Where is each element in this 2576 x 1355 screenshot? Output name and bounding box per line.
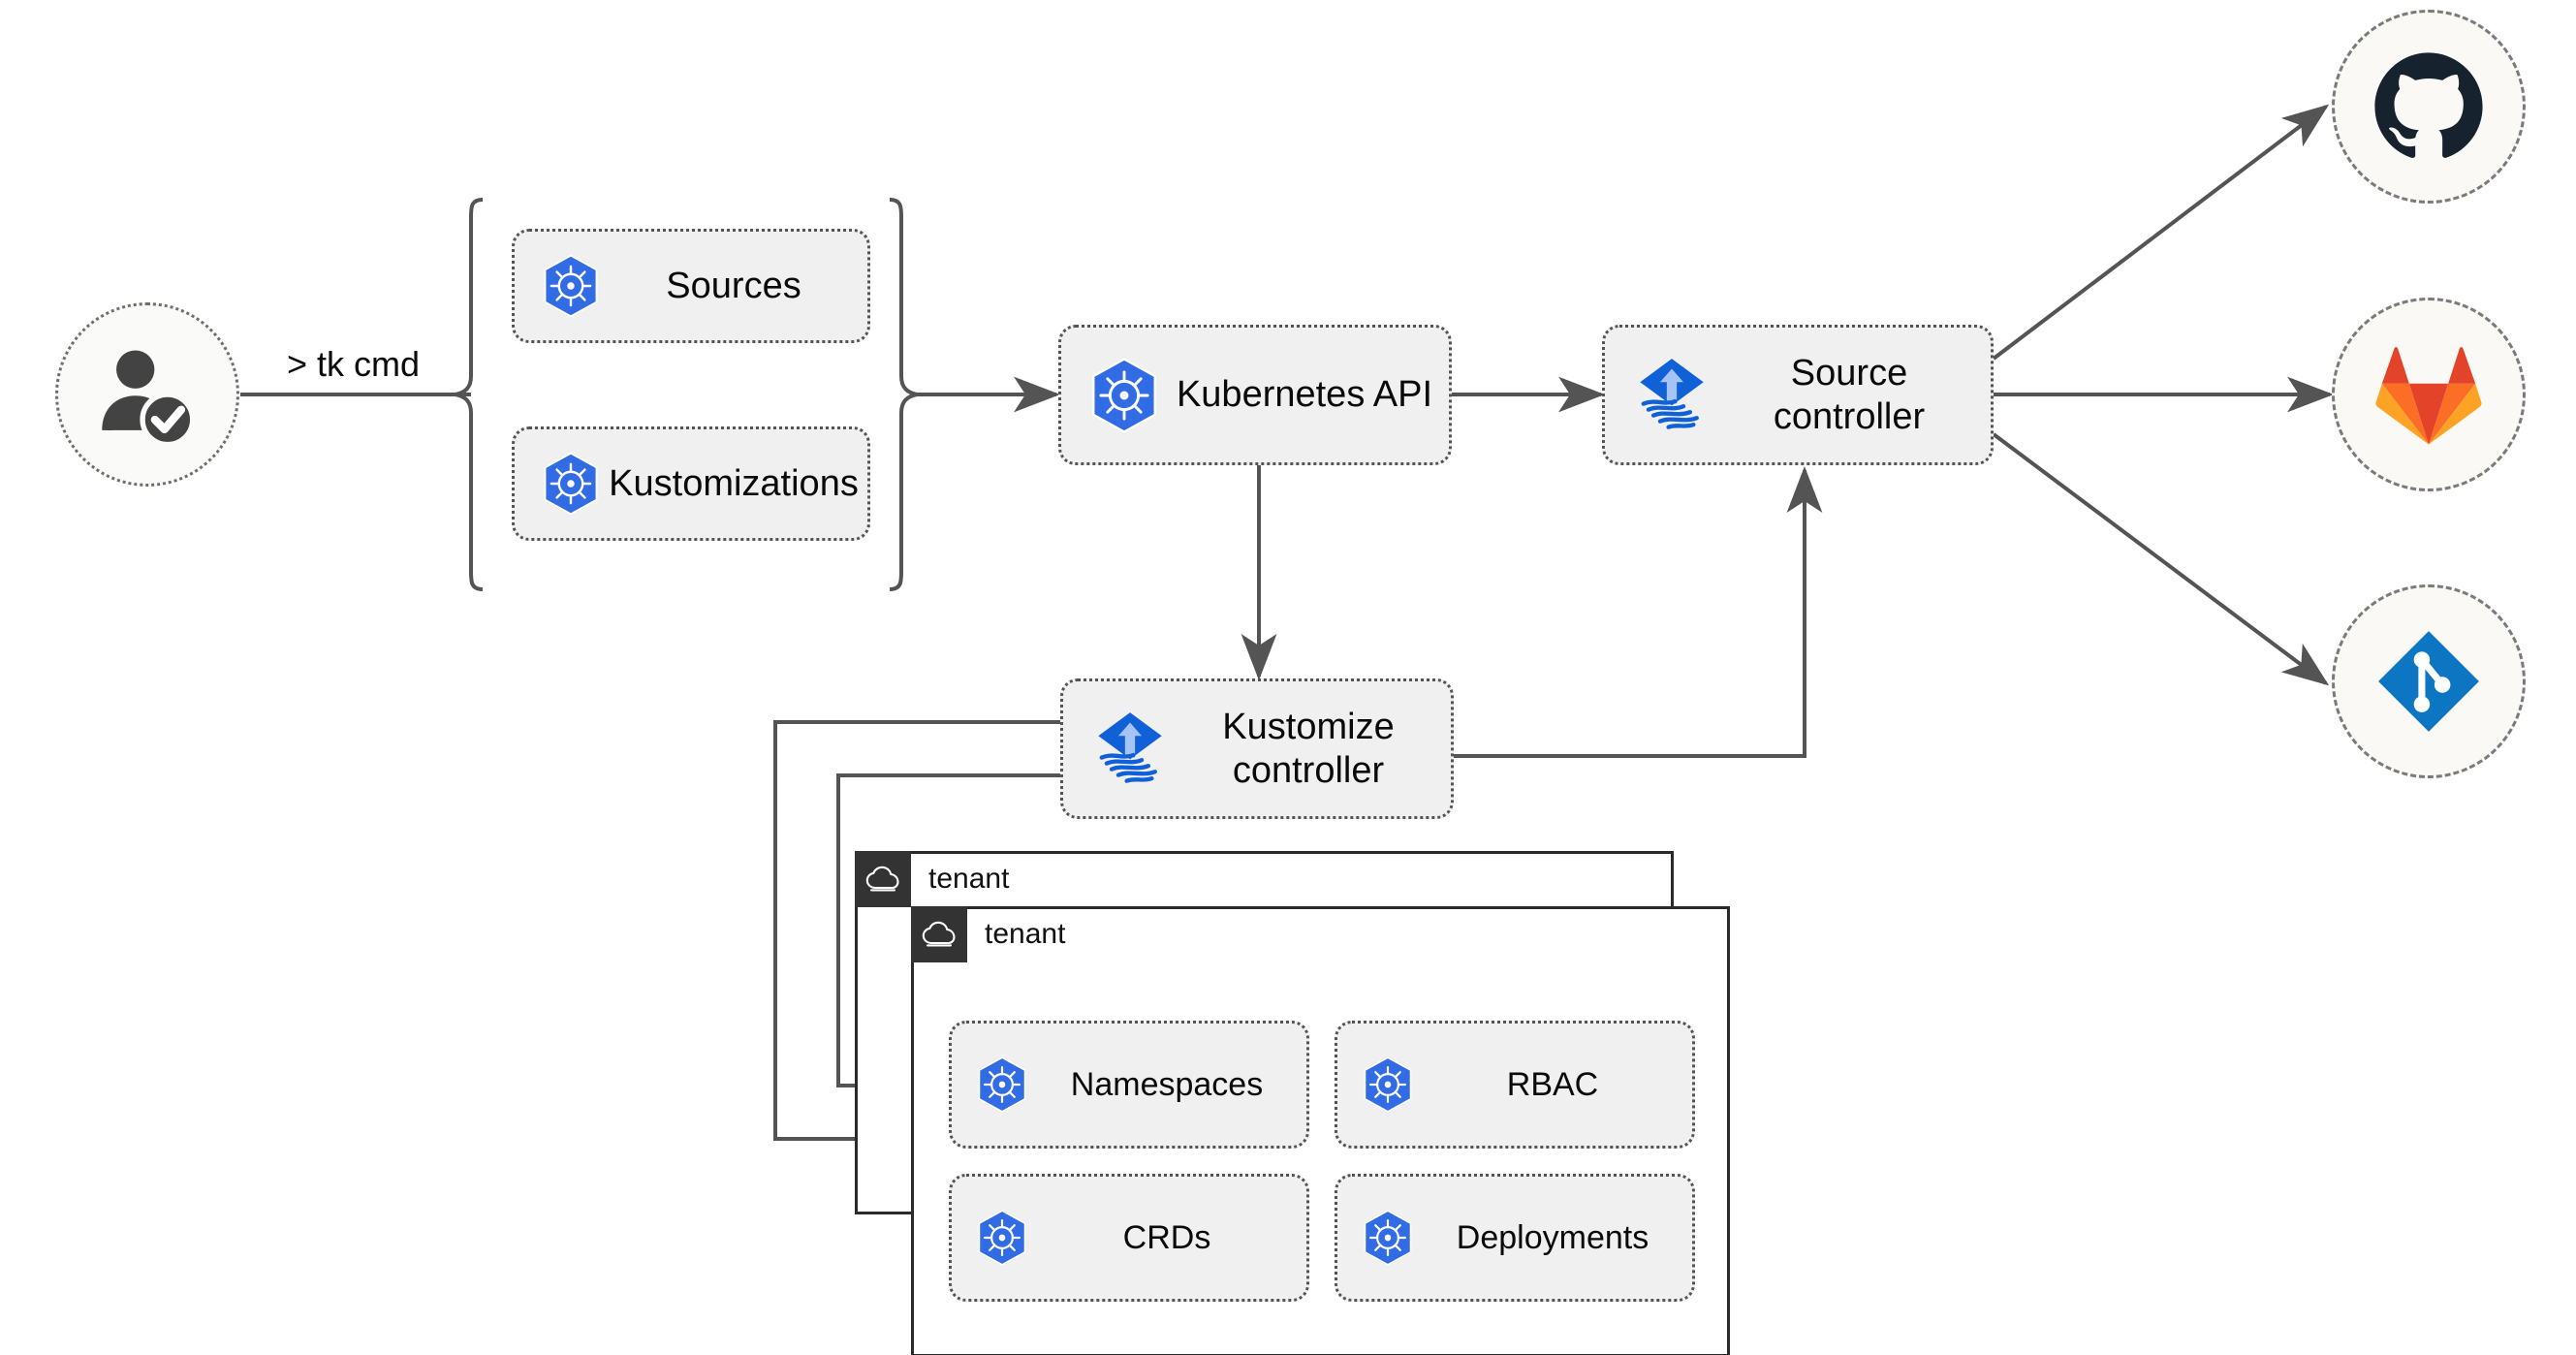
azure-repos-icon xyxy=(2378,631,2479,732)
resource-card-sources[interactable]: Sources xyxy=(512,229,870,343)
flux-icon xyxy=(1630,354,1713,437)
cloud-icon xyxy=(911,906,967,962)
gitlab-icon xyxy=(2375,347,2482,445)
tenant-titlebar: tenant xyxy=(911,906,1065,962)
node-label: Kubernetes API xyxy=(1176,374,1433,416)
node-label: Source controller xyxy=(1773,352,1926,437)
tenant-resource-rbac[interactable]: RBAC xyxy=(1335,1021,1695,1149)
kubernetes-icon xyxy=(971,1207,1033,1269)
provider-gitlab[interactable] xyxy=(2332,298,2526,491)
resource-card-kustomizations[interactable]: Kustomizations xyxy=(512,426,870,541)
kubernetes-icon xyxy=(971,1054,1033,1116)
tenant-name: tenant xyxy=(928,863,1010,895)
github-icon xyxy=(2374,52,2483,158)
provider-azure-repos[interactable] xyxy=(2332,584,2526,778)
node-kubernetes-api[interactable]: Kubernetes API xyxy=(1058,325,1452,465)
resource-label: CRDs xyxy=(1122,1218,1211,1256)
tenant-resource-grid: Namespaces xyxy=(949,1021,1695,1302)
cloud-icon xyxy=(855,851,911,907)
kubernetes-icon xyxy=(1083,354,1166,437)
flux-icon xyxy=(1088,708,1172,791)
tenant-name: tenant xyxy=(985,918,1066,950)
resource-label: Kustomizations xyxy=(609,462,859,504)
tenant-window-front[interactable]: tenant xyxy=(911,906,1730,1355)
resource-label: Deployments xyxy=(1456,1218,1649,1256)
tenant-titlebar: tenant xyxy=(855,851,1009,907)
provider-github[interactable] xyxy=(2332,10,2526,204)
resource-label: Namespaces xyxy=(1070,1065,1264,1103)
command-label: > tk cmd xyxy=(287,344,421,384)
tenant-resource-crds[interactable]: CRDs xyxy=(949,1174,1309,1302)
node-kustomize-controller[interactable]: Kustomize controller xyxy=(1060,678,1454,819)
node-source-controller[interactable]: Source controller xyxy=(1602,325,1994,465)
tenant-resource-namespaces[interactable]: Namespaces xyxy=(949,1021,1309,1149)
kubernetes-icon xyxy=(536,251,606,321)
kubernetes-icon xyxy=(536,449,606,519)
resource-label: Sources xyxy=(666,265,801,306)
node-label: Kustomize controller xyxy=(1222,706,1395,791)
user-avatar xyxy=(55,302,239,487)
kubernetes-icon xyxy=(1357,1207,1419,1269)
user-verified-icon xyxy=(102,350,196,448)
tenant-resource-deployments[interactable]: Deployments xyxy=(1335,1174,1695,1302)
resource-label: RBAC xyxy=(1506,1065,1599,1103)
kubernetes-icon xyxy=(1357,1054,1419,1116)
